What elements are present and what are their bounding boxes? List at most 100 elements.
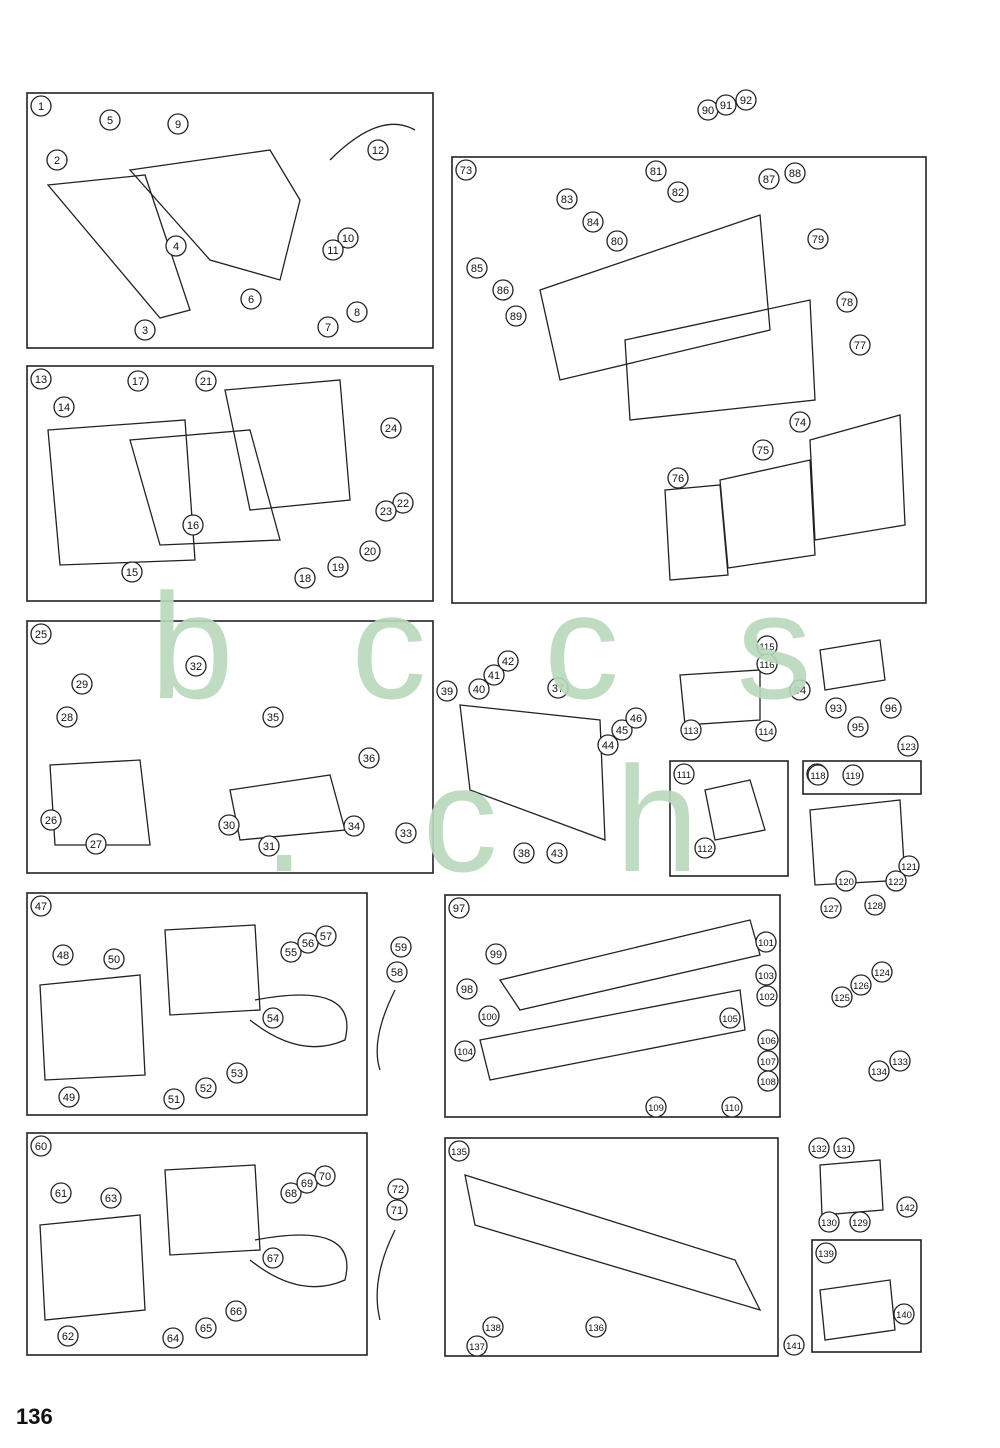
callout-103: 103	[755, 964, 777, 986]
svg-text:97: 97	[453, 903, 465, 915]
svg-text:121: 121	[901, 862, 917, 873]
svg-text:94: 94	[794, 685, 806, 697]
svg-text:38: 38	[518, 848, 530, 860]
callout-50: 50	[103, 948, 125, 970]
callout-74: 74	[789, 411, 811, 433]
lens-75	[719, 459, 816, 569]
svg-text:19: 19	[332, 562, 344, 574]
svg-text:57: 57	[320, 931, 332, 943]
callout-106: 106	[757, 1029, 779, 1051]
callout-58: 58	[386, 961, 408, 983]
lamp-lens-101	[498, 919, 761, 1011]
svg-text:73: 73	[460, 165, 472, 177]
panel-frame-1	[26, 92, 434, 349]
callout-30: 30	[218, 814, 240, 836]
callout-81: 81	[645, 160, 667, 182]
callout-70: 70	[314, 1165, 336, 1187]
svg-text:77: 77	[854, 340, 866, 352]
svg-text:44: 44	[602, 740, 614, 752]
callout-12: 12	[367, 139, 389, 161]
callout-130: 130	[818, 1211, 840, 1233]
callout-44: 44	[597, 734, 619, 756]
callout-53: 53	[226, 1062, 248, 1084]
lamp-112	[704, 779, 766, 841]
callout-51: 51	[163, 1088, 185, 1110]
page-number: 136	[16, 1404, 53, 1429]
svg-text:35: 35	[267, 712, 279, 724]
callout-26: 26	[40, 809, 62, 831]
svg-text:27: 27	[90, 839, 102, 851]
panel-label-73: 73	[455, 159, 477, 181]
svg-text:61: 61	[55, 1188, 67, 1200]
svg-text:9: 9	[175, 119, 181, 131]
svg-text:49: 49	[63, 1092, 75, 1104]
callout-28: 28	[56, 706, 78, 728]
callout-134: 134	[868, 1060, 890, 1082]
svg-text:136: 136	[588, 1323, 604, 1334]
lamp-housing-39	[459, 704, 606, 841]
callout-129: 129	[849, 1211, 871, 1233]
callout-17: 17	[127, 370, 149, 392]
svg-text:111: 111	[677, 770, 691, 781]
svg-text:7: 7	[325, 322, 331, 334]
lamp-lens-14	[47, 419, 196, 566]
svg-text:66: 66	[230, 1306, 242, 1318]
svg-text:41: 41	[488, 670, 500, 682]
callout-141: 141	[783, 1334, 805, 1356]
callout-48: 48	[52, 944, 74, 966]
svg-text:23: 23	[380, 506, 392, 518]
svg-text:46: 46	[630, 713, 642, 725]
svg-text:74: 74	[794, 417, 806, 429]
svg-text:114: 114	[758, 727, 773, 738]
callout-105: 105	[719, 1007, 741, 1029]
svg-text:76: 76	[672, 473, 684, 485]
callout-54: 54	[262, 1007, 284, 1029]
svg-text:125: 125	[834, 993, 850, 1004]
callout-83: 83	[556, 188, 578, 210]
svg-text:63: 63	[105, 1193, 117, 1205]
svg-text:80: 80	[611, 236, 623, 248]
svg-text:47: 47	[35, 901, 47, 913]
callout-36: 36	[358, 747, 380, 769]
callout-46: 46	[625, 707, 647, 729]
cable-58	[376, 989, 396, 1071]
callout-40: 40	[468, 678, 490, 700]
callout-99: 99	[485, 943, 507, 965]
callout-22: 22	[392, 492, 414, 514]
svg-text:55: 55	[285, 947, 297, 959]
svg-text:138: 138	[485, 1323, 501, 1334]
callout-37: 37	[547, 677, 569, 699]
svg-text:91: 91	[720, 100, 732, 112]
callout-78: 78	[836, 291, 858, 313]
callout-11: 11	[322, 239, 344, 261]
svg-text:101: 101	[758, 938, 774, 949]
callout-136: 136	[585, 1316, 607, 1338]
svg-text:78: 78	[841, 297, 853, 309]
callout-80: 80	[606, 230, 628, 252]
svg-text:98: 98	[461, 984, 473, 996]
callout-92: 92	[735, 89, 757, 111]
callout-24: 24	[380, 417, 402, 439]
svg-text:135: 135	[451, 1147, 467, 1158]
svg-text:24: 24	[385, 423, 397, 435]
callout-76: 76	[667, 467, 689, 489]
svg-text:90: 90	[702, 105, 714, 117]
callout-85: 85	[466, 257, 488, 279]
svg-text:26: 26	[45, 815, 57, 827]
svg-text:54: 54	[267, 1013, 279, 1025]
callout-133: 133	[889, 1050, 911, 1072]
svg-text:16: 16	[187, 520, 199, 532]
svg-text:6: 6	[248, 294, 254, 306]
svg-text:29: 29	[76, 679, 88, 691]
callout-82: 82	[667, 181, 689, 203]
lens-76	[664, 484, 729, 581]
svg-text:104: 104	[457, 1047, 473, 1058]
svg-text:88: 88	[789, 168, 801, 180]
svg-text:53: 53	[231, 1068, 243, 1080]
callout-124: 124	[871, 961, 893, 983]
svg-text:25: 25	[35, 629, 47, 641]
callout-55: 55	[280, 941, 302, 963]
svg-text:95: 95	[852, 722, 864, 734]
